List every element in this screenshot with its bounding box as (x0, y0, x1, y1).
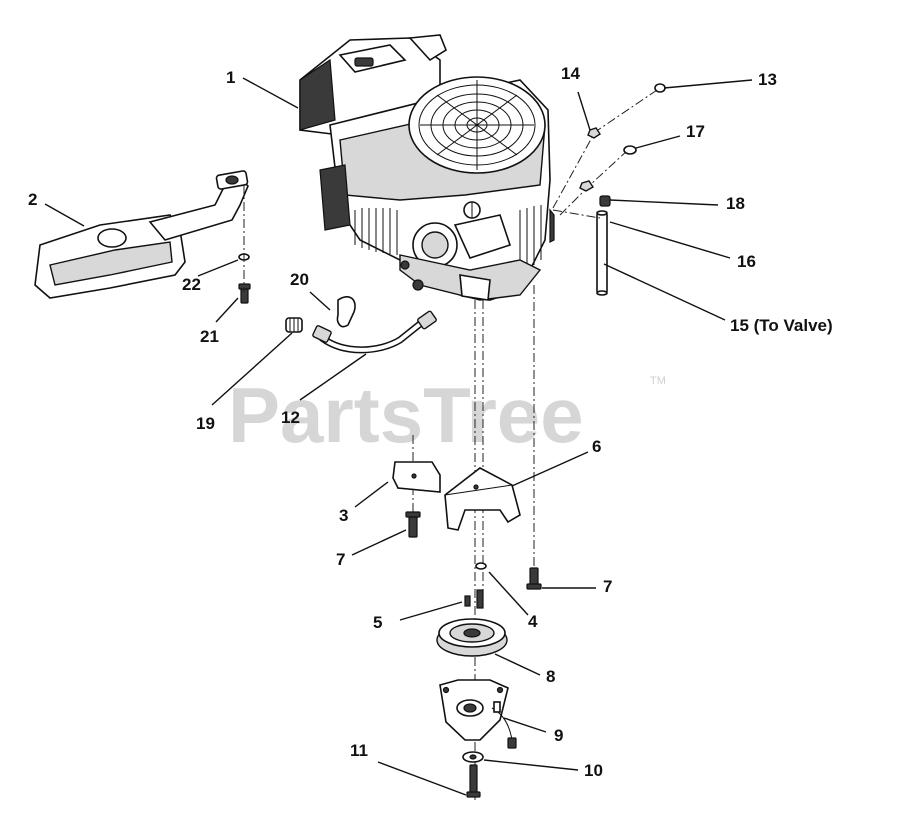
callout-14: 14 (561, 64, 580, 83)
callout-19: 19 (196, 414, 215, 433)
pulley-8[interactable] (436, 618, 508, 657)
leader-lines (44, 77, 753, 796)
callout-7-left: 7 (336, 550, 345, 569)
callout-9: 9 (554, 726, 563, 745)
bracket-3[interactable] (392, 461, 441, 493)
pto-guard-6[interactable] (444, 467, 521, 531)
callout-12: 12 (281, 408, 300, 427)
engine[interactable] (299, 34, 555, 301)
callout-8: 8 (546, 667, 555, 686)
callout-6: 6 (592, 437, 601, 456)
watermark-tm: TM (650, 375, 666, 387)
callout-18: 18 (726, 194, 745, 213)
callout-3: 3 (339, 506, 348, 525)
callout-4: 4 (528, 612, 538, 631)
callout-13: 13 (758, 70, 777, 89)
electric-clutch-9[interactable] (439, 679, 517, 749)
nut-14[interactable] (587, 127, 601, 139)
bolt-7-left[interactable] (405, 511, 421, 538)
oil-drain-hose[interactable] (312, 310, 437, 354)
hose-15[interactable] (596, 210, 608, 296)
washer-4[interactable] (475, 562, 487, 570)
callout-21: 21 (200, 327, 219, 346)
callout-2: 2 (28, 190, 37, 209)
clip-20[interactable] (336, 296, 356, 328)
watermark-text: PartsTree (228, 371, 584, 459)
clamp-17[interactable] (623, 145, 637, 155)
cap-19[interactable] (285, 317, 303, 333)
callout-labels: 1 2 3 4 5 6 7 7 8 9 10 11 12 13 14 15 (T… (28, 64, 833, 780)
callout-22: 22 (182, 275, 201, 294)
callout-10: 10 (584, 761, 603, 780)
washer-10[interactable] (462, 751, 484, 763)
fitting-18[interactable] (599, 195, 611, 207)
callout-1: 1 (226, 68, 235, 87)
muffler[interactable] (34, 170, 249, 299)
callout-7-right: 7 (603, 577, 612, 596)
bolt-21[interactable] (238, 283, 251, 304)
hose-clamp-13[interactable] (654, 83, 666, 93)
key-5[interactable] (464, 589, 484, 609)
callout-11: 11 (350, 741, 368, 760)
bolt-11[interactable] (466, 764, 481, 798)
callout-15: 15 (To Valve) (730, 316, 833, 335)
bolt-7-right[interactable] (526, 567, 542, 590)
callout-17: 17 (686, 122, 705, 141)
hose-dash (552, 209, 601, 219)
callout-5: 5 (373, 613, 382, 632)
callout-20: 20 (290, 270, 309, 289)
callout-16: 16 (737, 252, 756, 271)
nut-18-left[interactable] (579, 180, 594, 192)
